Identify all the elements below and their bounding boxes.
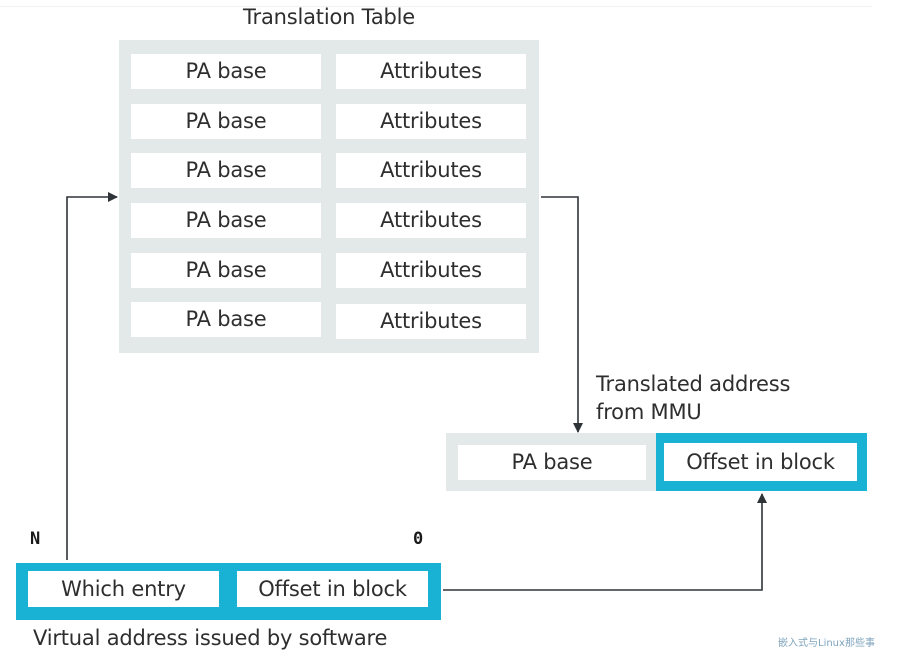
va-which-entry: Which entry (28, 571, 219, 607)
table-row-6-pa-base: PA base (131, 302, 321, 337)
top-divider (0, 6, 872, 7)
table-row-6-attributes: Attributes (336, 304, 526, 339)
table-row-5-attributes: Attributes (336, 253, 526, 288)
table-row-3-attributes: Attributes (336, 153, 526, 188)
arrow-offset-to-offset (443, 493, 767, 591)
arrow-va-to-table (66, 192, 118, 560)
va-offset-in-block: Offset in block (237, 571, 428, 607)
table-row-4-attributes: Attributes (336, 203, 526, 238)
watermark: 嵌入式与Linux那些事 (778, 638, 875, 649)
table-row-2-pa-base: PA base (131, 104, 321, 139)
virtual-address-caption: Virtual address issued by software (33, 626, 388, 650)
bit-0-label: 0 (413, 529, 424, 549)
translated-offset-in-block: Offset in block (664, 443, 857, 481)
table-row-5-pa-base: PA base (131, 253, 321, 288)
table-row-1-pa-base: PA base (131, 54, 321, 89)
translated-address-label-line1: Translated address (596, 372, 791, 396)
bit-n-label: N (30, 529, 41, 549)
table-row-1-attributes: Attributes (336, 54, 526, 89)
translation-table (119, 40, 539, 353)
translated-address-label: Translated address from MMU (596, 370, 790, 426)
arrow-table-to-pa (541, 196, 583, 433)
translated-pa-base: PA base (458, 445, 646, 480)
table-row-4-pa-base: PA base (131, 203, 321, 238)
translated-address-label-line2: from MMU (596, 400, 702, 424)
translation-table-title: Translation Table (242, 5, 415, 29)
table-row-3-pa-base: PA base (131, 153, 321, 188)
table-row-2-attributes: Attributes (336, 104, 526, 139)
